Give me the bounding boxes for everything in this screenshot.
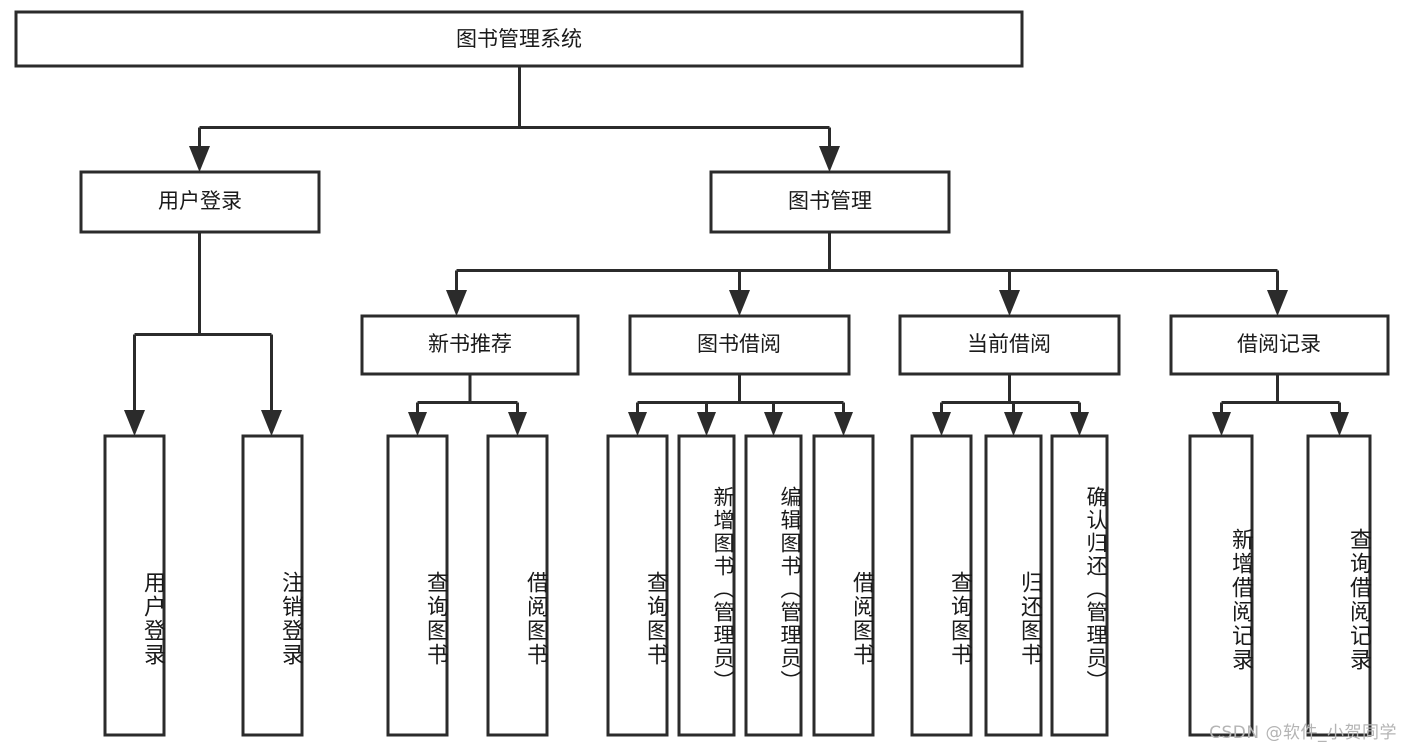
node-user-login-box[interactable]	[79, 170, 321, 234]
arrow-head-book-borrow	[729, 290, 750, 316]
arrow-head-book-mgmt	[819, 146, 840, 172]
arrow-head-cb-confirm-return	[1070, 412, 1089, 436]
node-book-borrow[interactable]: 图书借阅	[628, 314, 851, 376]
node-book-management-box[interactable]	[709, 170, 951, 234]
node-root[interactable]: 图书管理系统	[14, 10, 1024, 68]
node-new-book-recommend[interactable]: 新书推荐	[360, 314, 580, 376]
node-book-borrow-label: 图书借阅	[697, 332, 781, 356]
node-new-book-recommend-box[interactable]	[360, 314, 580, 376]
leaf-boxes	[103, 434, 1372, 737]
node-borrow-record-label: 借阅记录	[1237, 332, 1321, 356]
leaf-box-br-query-record[interactable]	[1306, 434, 1372, 737]
node-book-management[interactable]: 图书管理	[709, 170, 951, 234]
arrow-head-bb-query-book	[628, 412, 647, 436]
connector-group-book-borrow	[628, 374, 853, 436]
leaf-box-cb-confirm-return[interactable]	[1050, 434, 1109, 737]
connector-group-current-borrow	[932, 374, 1089, 436]
leaf-box-nbr-borrow-book[interactable]	[486, 434, 549, 737]
arrow-head-br-add-record	[1212, 412, 1231, 436]
connector-group-user-login	[124, 232, 282, 436]
node-book-management-label: 图书管理	[788, 189, 872, 213]
node-root-box[interactable]	[14, 10, 1024, 68]
node-book-borrow-box[interactable]	[628, 314, 851, 376]
arrow-head-bb-borrow-book	[834, 412, 853, 436]
leaf-box-cb-query-book[interactable]	[910, 434, 973, 737]
connector-group-new-book-rec	[408, 374, 527, 436]
leaf-box-bb-query-book[interactable]	[606, 434, 669, 737]
node-user-login[interactable]: 用户登录	[79, 170, 321, 234]
node-root-label: 图书管理系统	[456, 27, 582, 51]
arrow-head-user-login	[189, 146, 210, 172]
connector-group-root	[189, 66, 840, 172]
node-current-borrow-box[interactable]	[898, 314, 1121, 376]
leaf-box-bb-edit-book[interactable]	[744, 434, 803, 737]
arrow-head-nbr-borrow-book	[508, 412, 527, 436]
arrow-head-new-book-rec	[446, 290, 467, 316]
arrow-head-br-query-record	[1330, 412, 1349, 436]
leaf-box-bb-add-book[interactable]	[677, 434, 736, 737]
node-borrow-record-box[interactable]	[1169, 314, 1390, 376]
arrow-head-bb-add-book	[697, 412, 716, 436]
node-borrow-record[interactable]: 借阅记录	[1169, 314, 1390, 376]
leaf-box-logout[interactable]	[241, 434, 304, 737]
arrow-head-borrow-record	[1267, 290, 1288, 316]
arrow-head-cb-query-book	[932, 412, 951, 436]
arrow-head-cb-return-book	[1004, 412, 1023, 436]
arrow-head-current-borrow	[999, 290, 1020, 316]
leaf-box-br-add-record[interactable]	[1188, 434, 1254, 737]
node-user-login-label: 用户登录	[158, 189, 242, 213]
arrow-head-bb-edit-book	[764, 412, 783, 436]
arrow-head-nbr-query-book	[408, 412, 427, 436]
leaf-box-cb-return-book[interactable]	[984, 434, 1043, 737]
connector-group-book-mgmt	[446, 232, 1288, 316]
csdn-watermark: CSDN @软件_小贺同学	[1209, 723, 1397, 743]
node-current-borrow[interactable]: 当前借阅	[898, 314, 1121, 376]
arrow-head-leaf-user-login	[124, 410, 145, 436]
arrow-head-leaf-logout	[261, 410, 282, 436]
leaf-box-bb-borrow-book[interactable]	[812, 434, 875, 737]
node-new-book-recommend-label: 新书推荐	[428, 332, 512, 356]
connector-group-borrow-record	[1212, 374, 1349, 436]
leaf-box-user-login[interactable]	[103, 434, 166, 737]
leaf-box-nbr-query-book[interactable]	[386, 434, 449, 737]
node-current-borrow-label: 当前借阅	[967, 332, 1051, 356]
